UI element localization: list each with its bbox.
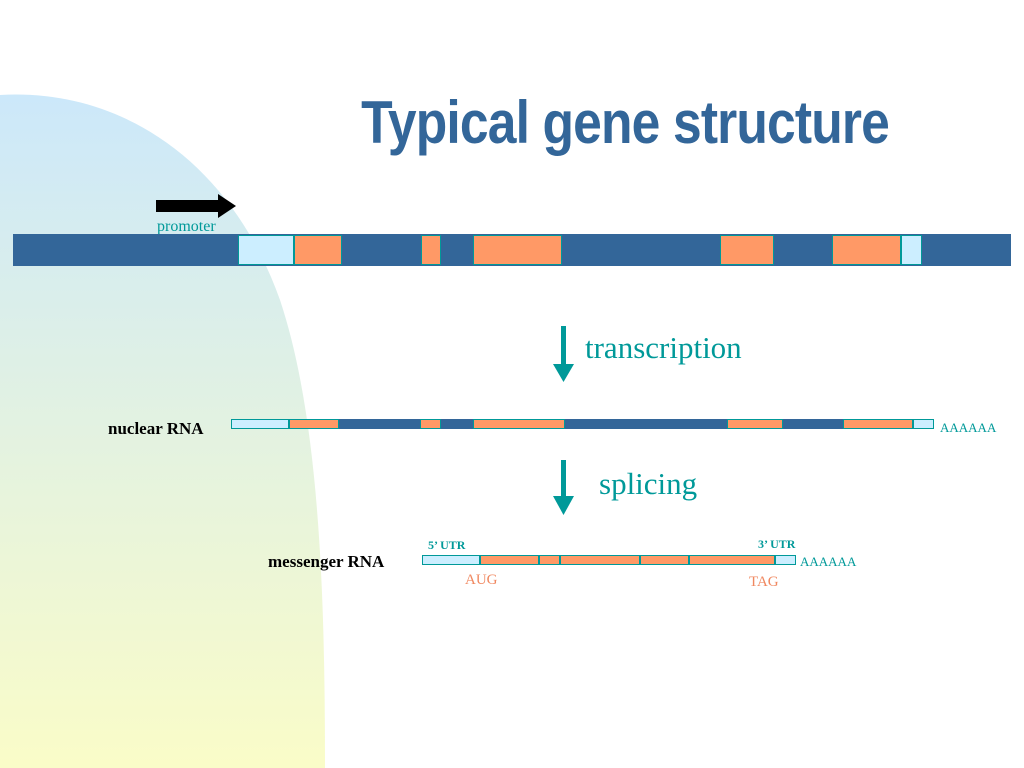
promoter-label: promoter: [157, 218, 216, 235]
nrna-exon-5: [843, 419, 913, 429]
nrna-exon-1: [289, 419, 339, 429]
dna-3utr: [901, 235, 922, 265]
transcription-label: transcription: [585, 330, 742, 365]
nrna-exon-2: [420, 419, 441, 429]
dna-5utr: [238, 235, 294, 265]
nrna-exon-4: [727, 419, 783, 429]
mrna-3utr: [775, 555, 796, 565]
utr3-label: 3’ UTR: [758, 537, 796, 551]
mrna-5utr: [422, 555, 480, 565]
nuclear-polya-tail: AAAAAA: [940, 420, 997, 435]
mrna-exon-5: [689, 555, 775, 565]
dna-exon-1: [294, 235, 342, 265]
mrna-exon-3: [560, 555, 640, 565]
nrna-3utr: [913, 419, 934, 429]
mrna-polya-tail: AAAAAA: [800, 554, 857, 569]
nrna-5utr: [231, 419, 289, 429]
mrna-exon-2: [539, 555, 560, 565]
utr5-label: 5’ UTR: [428, 538, 466, 552]
dna-exon-5: [832, 235, 901, 265]
nuclear-rna-label: nuclear RNA: [108, 419, 204, 438]
start-codon-label: AUG: [465, 572, 498, 588]
dna-exon-2: [421, 235, 441, 265]
dna-exon-3: [473, 235, 562, 265]
stop-codon-label: TAG: [749, 574, 779, 590]
mrna-exon-4: [640, 555, 689, 565]
page-title: Typical gene structure: [361, 89, 890, 156]
splicing-label: splicing: [599, 466, 698, 501]
nrna-exon-3: [473, 419, 565, 429]
messenger-rna-label: messenger RNA: [268, 552, 385, 571]
mrna-exon-1: [480, 555, 539, 565]
nrna-intron-region: [231, 419, 934, 429]
dna-exon-4: [720, 235, 774, 265]
